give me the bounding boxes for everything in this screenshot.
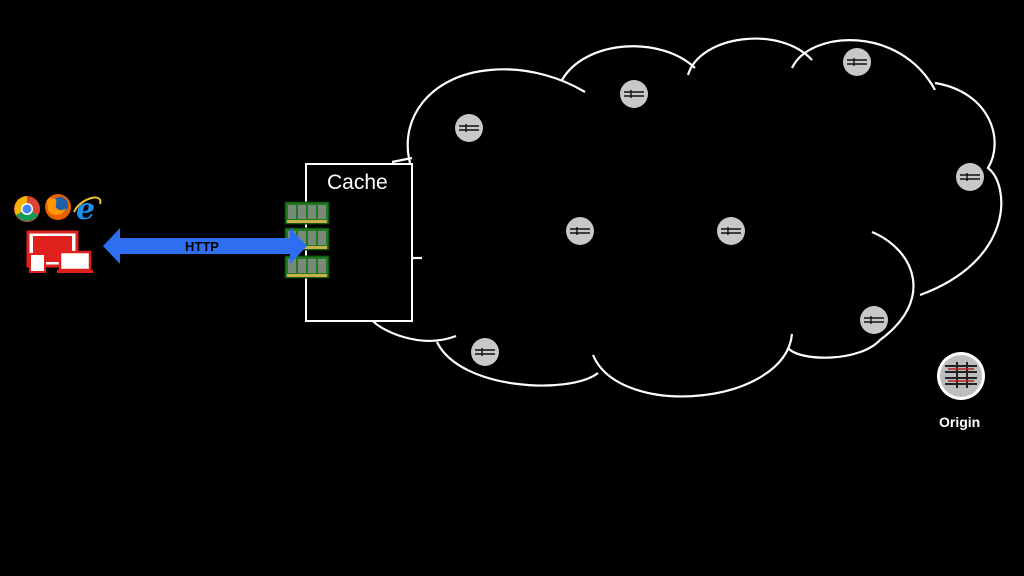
http-arrow: HTTP	[103, 228, 307, 264]
server-node-icon	[624, 90, 644, 98]
multi-device-icon	[26, 230, 93, 273]
cdn-node-5[interactable]	[566, 217, 594, 245]
cdn-node-7[interactable]	[860, 306, 888, 334]
memory-module-1	[284, 201, 330, 225]
svg-text:e: e	[76, 192, 95, 227]
internet-explorer-icon: e	[73, 192, 102, 227]
cdn-node-1[interactable]	[455, 114, 483, 142]
origin-server-icon	[945, 362, 977, 388]
browser-icons: e	[14, 192, 102, 227]
server-node-icon	[864, 316, 884, 324]
origin-server[interactable]: Origin	[937, 352, 985, 430]
cache-label: Cache	[327, 171, 388, 194]
http-label: HTTP	[185, 239, 219, 254]
origin-label: Origin	[939, 414, 980, 430]
firefox-icon	[45, 194, 71, 220]
cdn-node-6[interactable]	[717, 217, 745, 245]
chrome-icon	[14, 196, 40, 222]
cdn-cloud	[371, 37, 1003, 398]
cdn-node-3[interactable]	[843, 48, 871, 76]
cdn-node-2[interactable]	[620, 80, 648, 108]
server-node-icon	[847, 58, 867, 66]
server-node-icon	[721, 227, 741, 235]
server-node-icon	[459, 124, 479, 132]
server-node-icon	[475, 348, 495, 356]
cdn-node-8[interactable]	[471, 338, 499, 366]
memory-module-3	[284, 255, 330, 279]
server-node-icon	[570, 227, 590, 235]
server-node-icon	[960, 173, 980, 181]
cdn-node-4[interactable]	[956, 163, 984, 191]
cdn-nodes	[455, 48, 984, 366]
